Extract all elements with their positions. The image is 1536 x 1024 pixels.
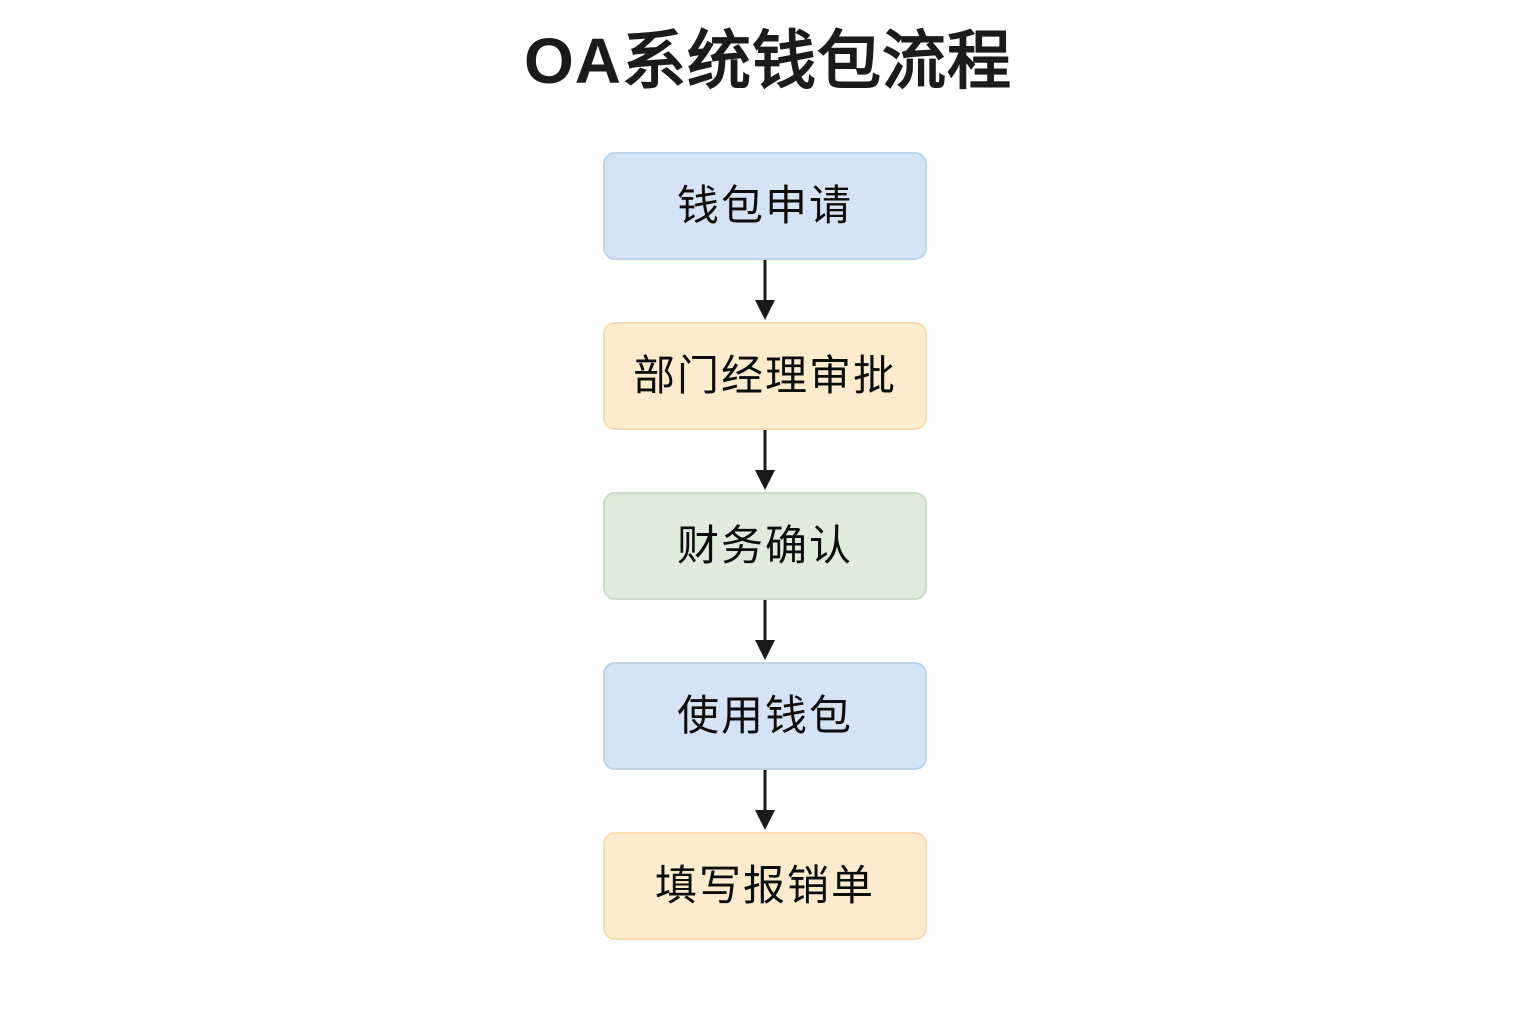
flow-node-label: 使用钱包 [676,692,853,739]
flow-node-fill-reimbursement-form[interactable]: 填写报销单 [603,832,927,940]
arrow-down-icon [755,600,775,660]
arrow-down-icon [755,430,775,490]
flow-connector-1 [603,260,927,322]
flow-node-finance-confirmation[interactable]: 财务确认 [603,492,927,600]
arrow-down-icon [755,260,775,320]
flow-node-label: 财务确认 [676,522,853,569]
page-title: OA系统钱包流程 [524,25,1012,97]
flow-node-label: 部门经理审批 [632,352,897,399]
flow-node-label: 填写报销单 [654,862,875,909]
flow-connector-4 [603,770,927,832]
flow-connector-2 [603,430,927,492]
flow-node-wallet-application[interactable]: 钱包申请 [603,152,927,260]
flow-node-use-wallet[interactable]: 使用钱包 [603,662,927,770]
flow-node-department-manager-approval[interactable]: 部门经理审批 [603,322,927,430]
flow-connector-3 [603,600,927,662]
flowchart-column: 钱包申请 部门经理审批 财务确认 [603,152,927,940]
flow-node-label: 钱包申请 [676,182,853,229]
arrow-down-icon [755,770,775,830]
